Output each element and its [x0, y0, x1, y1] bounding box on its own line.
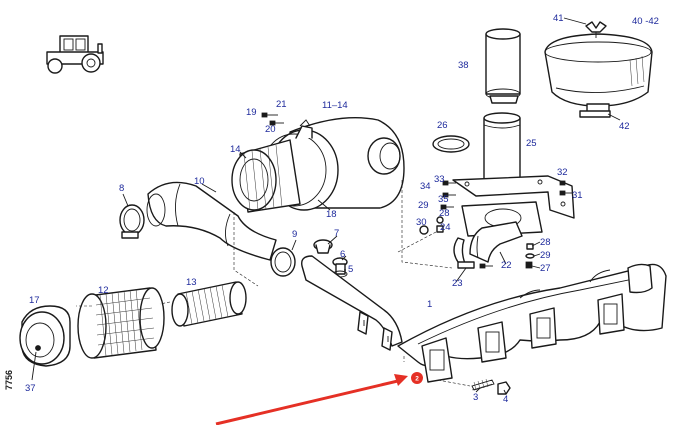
callout-22: 22: [501, 260, 512, 271]
callout-24: 24: [440, 222, 451, 233]
callout-5: 5: [348, 264, 353, 275]
callout-32: 32: [557, 167, 568, 178]
callout-28-lower: 28: [540, 237, 551, 248]
callout-18: 18: [326, 209, 337, 220]
hose-clamp-9: [270, 247, 296, 277]
callout-9: 9: [292, 229, 297, 240]
callout-42: 42: [619, 121, 630, 132]
precleaner-bowl: [544, 33, 653, 118]
tractor-icon: [46, 35, 104, 74]
filter-sleeve: [485, 28, 521, 104]
callout-4: 4: [503, 394, 508, 405]
callout-29-lower: 29: [540, 250, 551, 261]
callout-14: 14: [230, 144, 241, 155]
stud-and-nut: [471, 378, 511, 395]
callout-35: 35: [438, 194, 449, 205]
callout-21: 21: [276, 99, 287, 110]
callout-34: 34: [420, 181, 431, 192]
mounting-bracket: [452, 175, 575, 219]
callout-13: 13: [186, 277, 197, 288]
end-cap: [19, 305, 71, 367]
callout-31: 31: [572, 190, 583, 201]
callout-27: 27: [540, 263, 551, 274]
callout-11-14: 11–14: [322, 100, 348, 111]
callout-6: 6: [340, 249, 345, 260]
callout-23: 23: [452, 278, 463, 289]
gasket: [432, 135, 470, 153]
callout-29-upper: 29: [418, 200, 429, 211]
intake-pipe: [301, 255, 403, 351]
screw-set: [261, 112, 284, 126]
callout-19: 19: [246, 107, 257, 118]
inlet-tube: [483, 112, 521, 189]
callout-37: 37: [25, 383, 36, 394]
intake-manifold: [397, 263, 667, 383]
callout-1: 1: [427, 299, 432, 310]
callout-26: 26: [437, 120, 448, 131]
hose-clamp-8: [119, 204, 145, 239]
red-pointer-arrow: [215, 374, 408, 425]
callout-12: 12: [98, 285, 109, 296]
cyclone-housing: [231, 117, 405, 213]
pointer-lines: [31, 17, 621, 395]
hardware-bolts: [419, 180, 572, 269]
callout-3: 3: [473, 392, 478, 403]
callout-25: 25: [526, 138, 537, 149]
highlight-marker: 2: [411, 372, 423, 384]
hose: [146, 181, 277, 261]
callout-33: 33: [434, 174, 445, 185]
callout-30: 30: [416, 217, 427, 228]
leader-lines: [76, 180, 471, 387]
main-filter: [77, 287, 165, 359]
callout-7: 7: [334, 228, 339, 239]
callout-38: 38: [458, 60, 469, 71]
grommet: [313, 239, 333, 254]
callout-40-42: 40 -42: [632, 16, 659, 27]
elbow: [469, 221, 523, 263]
filter-element: [171, 281, 247, 327]
callout-labels: 41 40 -42 38 42 21 19 20 11–14 26 25 14 …: [25, 13, 659, 405]
clamp: [453, 237, 475, 269]
callout-20: 20: [265, 124, 276, 135]
marker-label: 2: [415, 376, 419, 383]
callout-10: 10: [194, 176, 205, 187]
callout-28-upper: 28: [439, 208, 450, 219]
drawing-code: 7756: [4, 370, 14, 390]
callout-8: 8: [119, 183, 124, 194]
wing-nut: [585, 21, 607, 38]
callout-17: 17: [29, 295, 40, 306]
callout-41: 41: [553, 13, 564, 24]
